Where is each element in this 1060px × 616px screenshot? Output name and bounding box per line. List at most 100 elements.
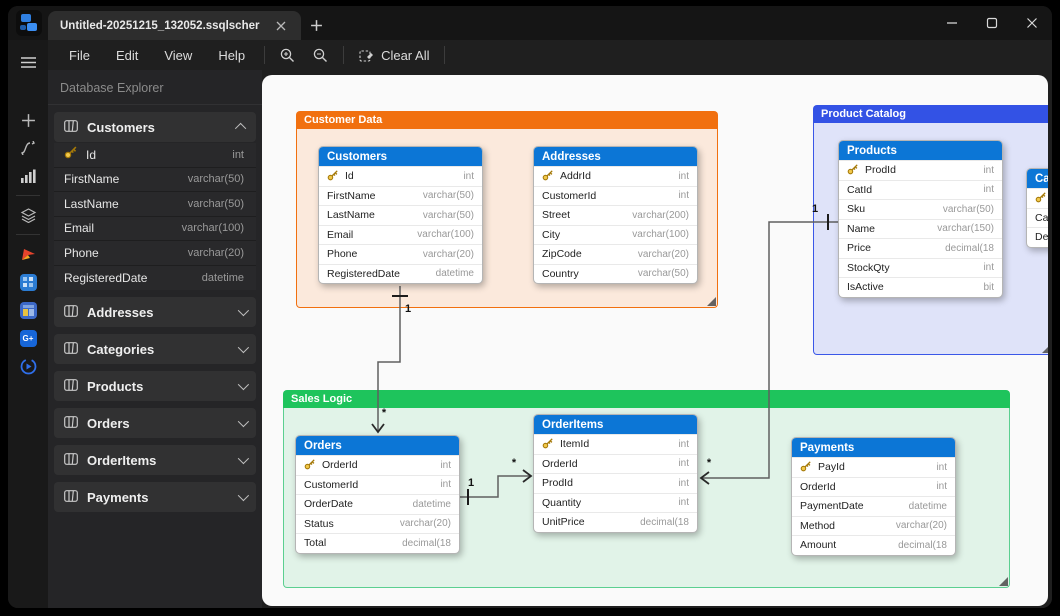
entity-column-type: int [678,497,689,509]
pinned-app-record-icon[interactable] [8,352,48,380]
explorer-table-products[interactable]: Products [54,371,256,401]
entity-column-row[interactable]: Street varchar(200) [534,205,697,225]
entity-column-type: varchar(200) [632,209,689,221]
tab-close-icon[interactable] [273,18,289,34]
layers-icon[interactable] [8,201,48,229]
resize-handle[interactable] [1042,344,1048,353]
new-tab-button[interactable] [301,11,331,40]
menu-edit[interactable]: Edit [115,47,139,63]
bar-chart-icon[interactable] [8,162,48,190]
entity-table-categories[interactable]: Categories CatIdintCategoryNameDescripti… [1026,168,1048,248]
menu-view[interactable]: View [164,47,193,63]
zoom-out-button[interactable] [304,44,337,67]
minimize-button[interactable] [932,8,972,38]
resize-handle[interactable] [999,577,1008,586]
entity-column-type: int [463,170,474,182]
maximize-button[interactable] [972,8,1012,38]
entity-column-row[interactable]: Description [1027,227,1048,247]
explorer-table-label: Categories [87,341,155,357]
primary-key-icon [542,169,554,184]
entity-column-type: int [678,477,689,489]
pinned-app-red-arrow-icon[interactable] [8,240,48,268]
menu-help[interactable]: Help [218,47,246,63]
resize-handle[interactable] [707,297,716,306]
entity-column-type: int [678,438,689,450]
entity-column-row[interactable]: CategoryName [1027,207,1048,228]
menu-file[interactable]: File [69,47,90,63]
clear-all-button[interactable]: Clear All [350,44,438,67]
activity-bar: G+ [8,40,48,608]
explorer-table-label: Orders [87,415,130,431]
pinned-app-window-icon[interactable] [8,296,48,324]
explorer-table-payments[interactable]: Payments [54,482,256,512]
entity-table-title: Payments [792,438,955,457]
hamburger-menu-icon[interactable] [8,48,48,76]
close-button[interactable] [1012,8,1052,38]
document-tab[interactable]: Untitled-20251215_132052.ssqlscher [48,11,302,40]
explorer-table-addresses[interactable]: Addresses [54,297,256,327]
explorer-table-customers[interactable]: Customers [54,112,256,142]
explorer-table-categories[interactable]: Categories [54,334,256,364]
entity-column-type: int [983,262,994,274]
column-name: Phone [64,245,99,260]
chevron-down-icon [237,378,250,391]
zoom-in-button[interactable] [271,44,304,67]
curve-tool-icon[interactable] [8,134,48,162]
group-title: Product Catalog [813,105,1048,123]
pinned-app-gplus-icon[interactable]: G+ [8,324,48,352]
column-type: varchar(50) [187,173,244,186]
explorer-table-orders[interactable]: Orders [54,408,256,438]
add-icon[interactable] [8,106,48,134]
pinned-app-grid-icon[interactable] [8,268,48,296]
entity-column-name: Street [542,209,571,222]
explorer-table-orderitems[interactable]: OrderItems [54,445,256,475]
